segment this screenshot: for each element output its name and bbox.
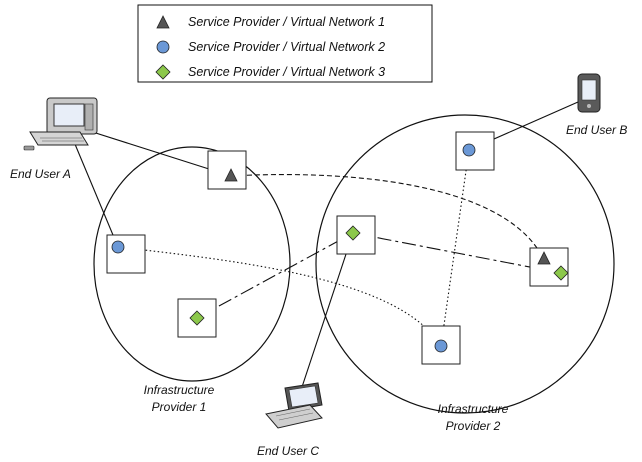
vn1-triangle-icon [537, 251, 551, 265]
laptop-icon [265, 382, 323, 429]
vn3-link-p1-p2 [196, 232, 354, 319]
node-p1-vn2 [106, 234, 146, 274]
legend-box [137, 4, 433, 83]
vn2-circle-icon [111, 240, 125, 254]
legend-label-vn1: Service Provider / Virtual Network 1 [188, 15, 385, 29]
vn1-triangle-icon [224, 168, 238, 182]
vn3-diamond-icon [189, 310, 205, 326]
infrastructure-provider-1-label-line2: Provider 1 [152, 400, 207, 414]
end-user-b-label: End User B [566, 123, 627, 137]
end-user-a-label: End User A [10, 167, 71, 181]
infrastructure-provider-2-label-line2: Provider 2 [446, 419, 501, 433]
infrastructure-provider-1-boundary [93, 146, 291, 382]
node-p2-vn2-bottom [421, 325, 461, 365]
user-c-link-vn3 [301, 232, 354, 388]
vn1-link [230, 174, 543, 257]
legend-label-vn3: Service Provider / Virtual Network 3 [188, 65, 385, 79]
desktop-computer-icon [23, 97, 98, 151]
vn2-link-p1-p2 [117, 246, 442, 347]
user-a-link-vn2 [71, 136, 119, 248]
vn3-diamond-icon [345, 225, 361, 241]
legend-circle-icon [156, 40, 170, 54]
node-p1-vn3 [177, 298, 217, 338]
links [71, 101, 579, 388]
end-user-c-label: End User C [257, 444, 319, 458]
node-p2-vn2-top [455, 131, 495, 171]
node-p2-vn3-center [336, 215, 376, 255]
infrastructure-provider-2-boundary [315, 114, 615, 414]
mobile-phone-icon [577, 73, 601, 113]
legend-label-vn2: Service Provider / Virtual Network 2 [188, 40, 385, 54]
vn3-link-p2-internal [352, 232, 562, 274]
legend-triangle-icon [156, 15, 170, 29]
vn2-link-p2-internal [440, 149, 470, 347]
legend: Service Provider / Virtual Network 1 Ser… [137, 4, 433, 83]
infrastructure-provider-1-label-line1: Infrastructure [144, 383, 215, 397]
node-p2-vn1-vn3-right [529, 247, 569, 287]
legend-diamond-icon [155, 64, 171, 80]
user-a-link-vn1 [79, 127, 232, 177]
infrastructure-provider-2-label-line1: Infrastructure [438, 402, 509, 416]
vn3-diamond-icon [553, 265, 569, 281]
vn2-circle-icon [434, 339, 448, 353]
vn2-circle-icon [462, 143, 476, 157]
node-p1-vn1 [207, 150, 247, 190]
